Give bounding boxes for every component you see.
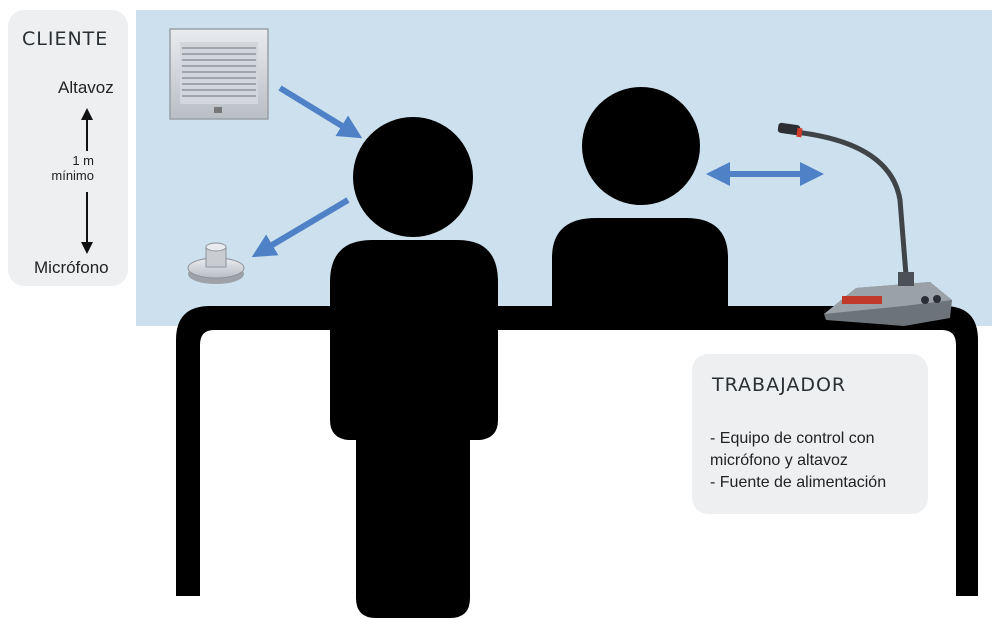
client-head <box>353 117 473 237</box>
wall-speaker-icon <box>169 28 269 120</box>
distance-value: 1 m <box>72 153 94 168</box>
list-item: - Equipo de control con <box>710 430 875 447</box>
speaker-to-client-arrow <box>278 85 363 139</box>
distance-note: mínimo <box>51 168 94 183</box>
trabajador-title: TRABAJADOR <box>712 374 847 396</box>
distance-arrow-icon <box>81 108 93 254</box>
worker-body <box>552 218 728 306</box>
distance-label: 1 m mínimo <box>8 153 94 183</box>
cliente-title: CLIENTE <box>22 28 109 50</box>
client-to-microphone-arrow <box>251 197 350 258</box>
client-body <box>330 240 498 618</box>
list-item: - Fuente de alimentación <box>710 474 887 491</box>
altavoz-label: Altavoz <box>58 78 114 97</box>
microfono-label: Micrófono <box>34 258 109 277</box>
trabajador-equipment-list: - Equipo de control con micrófono y alta… <box>710 428 925 494</box>
table-microphone-icon <box>187 242 245 284</box>
trabajador-card: TRABAJADOR - Equipo de control con micró… <box>692 354 928 514</box>
worker-head <box>582 87 700 205</box>
list-item: micrófono y altavoz <box>710 452 848 469</box>
gooseneck-microphone-console-icon <box>777 122 952 326</box>
cliente-card: CLIENTE Altavoz 1 m mínimo Micrófono <box>8 10 128 286</box>
